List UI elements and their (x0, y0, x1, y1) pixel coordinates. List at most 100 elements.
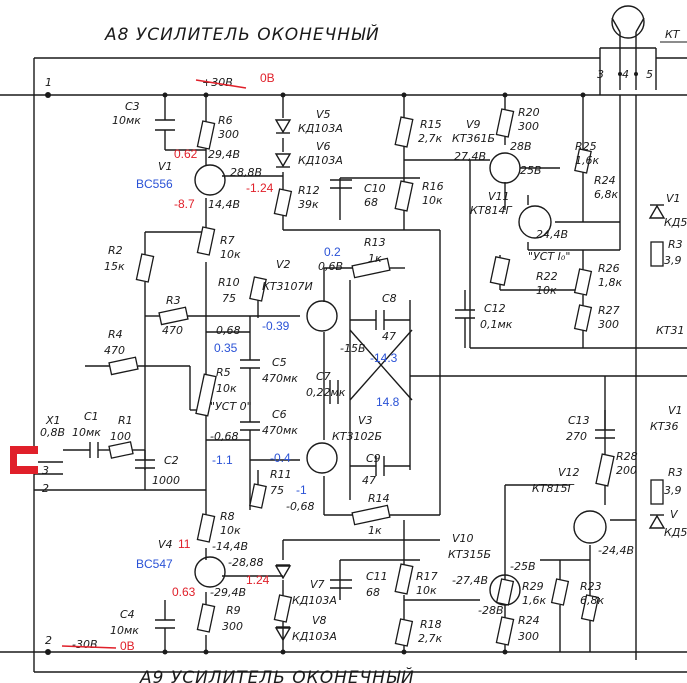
label-c9-value: 47 (362, 474, 376, 487)
terminal-2: 2 (45, 634, 52, 647)
svg-text:-28В: -28В (478, 604, 504, 617)
svg-text:-27,4В: -27,4В (452, 574, 488, 587)
svg-text:2: 2 (42, 482, 49, 495)
label-c1: C1 (84, 410, 99, 423)
label-c1-value: 10мк (72, 426, 101, 439)
svg-text:+30В: +30В (202, 76, 233, 89)
resistor-bodies (108, 108, 615, 647)
annotation-blue-148: 14.8 (376, 395, 400, 409)
svg-text:0,8В: 0,8В (40, 426, 65, 439)
label-r5: R5 (216, 366, 231, 379)
label-v1: V1 (158, 160, 173, 173)
annotation-blue-143: -14.3 (370, 351, 398, 365)
annotation-red-124b: 1.24 (246, 573, 270, 587)
terminal-4: 4 (622, 68, 629, 81)
label-v2: V2 (276, 258, 291, 271)
label-v8: V8 (312, 614, 327, 627)
label-r23: R23 (580, 580, 602, 593)
svg-text:-24,4В: -24,4В (598, 544, 634, 557)
wiring (34, 95, 687, 660)
input-connector-marker (10, 446, 38, 474)
label-r24-top-value: 6,8к (594, 188, 618, 201)
label-c10: C10 (364, 182, 386, 195)
terminal-5: 5 (646, 68, 653, 81)
label-r7-value: 10к (220, 248, 241, 261)
label-r20: R20 (518, 106, 540, 119)
svg-text:28,8В: 28,8В (230, 166, 262, 179)
label-r23-value: 6,8к (580, 594, 604, 607)
label-r27: R27 (598, 304, 620, 317)
label-c13-value: 270 (566, 430, 587, 443)
svg-text:28В: 28В (510, 140, 532, 153)
svg-text:-25В: -25В (510, 560, 536, 573)
svg-text:R3: R3 (668, 466, 683, 479)
label-x1: X1 (45, 414, 61, 427)
label-r11-value: 75 (270, 484, 284, 497)
positive-rail (0, 92, 687, 98)
label-v2-value: КТ3107И (262, 280, 313, 293)
label-c2-value: 1000 (152, 474, 180, 487)
svg-text:-14,4В: -14,4В (212, 540, 248, 553)
label-r26: R26 (598, 262, 620, 275)
svg-text:0,6В: 0,6В (318, 260, 343, 273)
label-r7: R7 (220, 234, 235, 247)
right-edge-labels: V1 КД5 R3 3,9 КТ31 V1 КТ36 R3 3,9 V КД5 (650, 192, 687, 539)
label-r27-value: 300 (598, 318, 619, 331)
label-r24-top: R24 (594, 174, 616, 187)
svg-text:0,68: 0,68 (216, 324, 241, 337)
svg-text:-0,68: -0,68 (210, 430, 238, 443)
label-r14: R14 (368, 492, 390, 505)
label-r13-value: 1к (368, 252, 382, 265)
svg-text:V: V (670, 508, 679, 521)
label-v9-value: КТ361Б (452, 132, 495, 145)
label-r18-value: 2,7к (418, 632, 442, 645)
annotation-red-062: 0.62 (174, 147, 198, 161)
label-r9: R9 (226, 604, 241, 617)
annotation-bc556: BC556 (136, 177, 173, 191)
label-c7-value: 0,22мк (306, 386, 346, 399)
label-v3: V3 (358, 414, 373, 427)
capacitor-plates (155, 179, 352, 652)
label-v3-value: КТ3102Б (332, 430, 382, 443)
label-c6-value: 470мк (262, 424, 298, 437)
label-r20-value: 300 (518, 120, 539, 133)
label-r17: R17 (416, 570, 438, 583)
annotation-blue-02: 0.2 (324, 245, 341, 259)
label-r5-note: "УСТ 0" (210, 400, 252, 413)
label-c9: C9 (366, 452, 381, 465)
svg-text:-0,68: -0,68 (286, 500, 314, 513)
printed-voltages: 3 2 0,8В 29,4В 28,8В 14,4В 27,4В 28В 25В… (40, 140, 634, 617)
label-v10: V10 (452, 532, 474, 545)
svg-text:КТ31: КТ31 (656, 324, 685, 337)
label-r18: R18 (420, 618, 442, 631)
label-c3: C3 (125, 100, 140, 113)
label-c11: C11 (366, 570, 388, 583)
label-r12: R12 (298, 184, 320, 197)
label-r15: R15 (420, 118, 442, 131)
svg-text:-15В: -15В (340, 342, 366, 355)
label-r12-value: 39к (298, 198, 319, 211)
label-r28-value: 200 (616, 464, 637, 477)
label-r5-value: 10к (216, 382, 237, 395)
label-r10: R10 (218, 276, 240, 289)
terminal-3: 3 (597, 68, 604, 81)
label-r16-value: 10к (422, 194, 443, 207)
label-c8-value: 47 (382, 330, 396, 343)
label-r9-value: 300 (222, 620, 243, 633)
label-c13: C13 (568, 414, 590, 427)
label-c12: C12 (484, 302, 506, 315)
svg-text:3: 3 (42, 464, 49, 477)
svg-text:КТ36: КТ36 (650, 420, 679, 433)
label-r3-value: 470 (162, 324, 183, 337)
right-edge-parts (648, 204, 666, 529)
label-c6: C6 (272, 408, 287, 421)
label-r6: R6 (218, 114, 233, 127)
label-r1: R1 (118, 414, 133, 427)
svg-text:3,9: 3,9 (664, 254, 682, 267)
label-r8: R8 (220, 510, 235, 523)
label-r1-value: 100 (110, 430, 131, 443)
svg-text:R3: R3 (668, 238, 683, 251)
neg-rail-label: -30В 0В (61, 638, 135, 653)
svg-text:27,4В: 27,4В (454, 150, 486, 163)
